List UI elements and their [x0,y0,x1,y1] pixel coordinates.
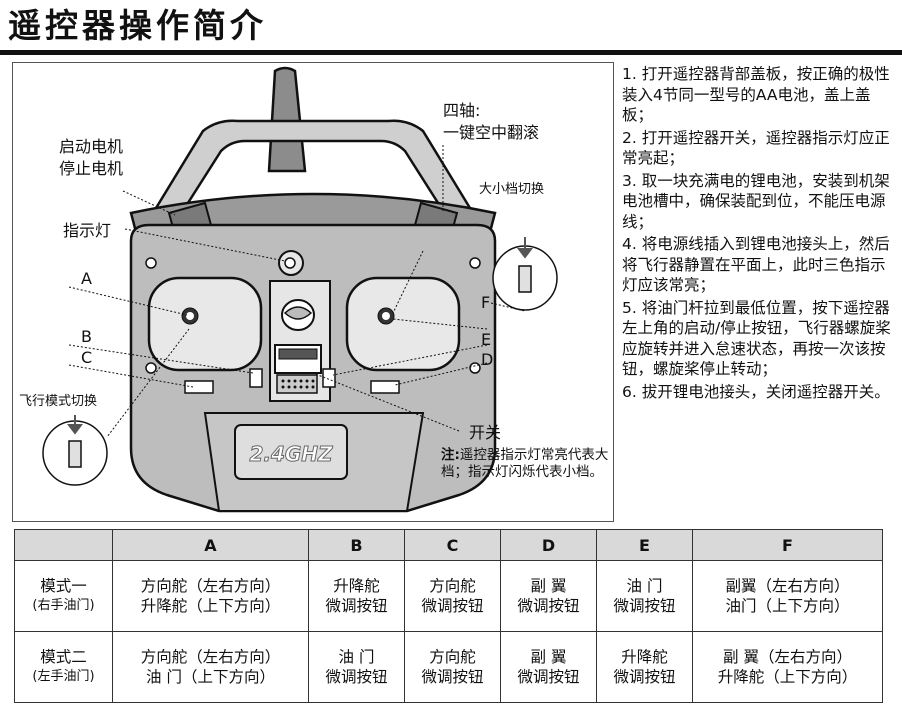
toggle-icon [518,265,532,293]
screw-icon [145,362,157,374]
table-header-cell: D [500,529,597,561]
step-6: 6. 拔开锂电池接头，关闭遥控器开关。 [622,382,890,401]
table-header-cell: C [404,529,501,561]
table-cell: 副 翼微调按钮 [500,560,597,632]
step-2: 2. 打开遥控器开关，遥控器指示灯应正常亮起； [622,128,890,168]
label-switch: 开关 [469,423,502,442]
antenna [267,66,307,173]
table-cell: 方向舵微调按钮 [404,560,501,632]
step-3: 3. 取一块充满电的锂电池，安装到机架电池槽中，确保装配到位，不能压电源线； [622,171,890,231]
note-text: 遥控器指示灯常亮代表大档；指示灯闪烁代表小档。 [441,447,609,480]
table-header-cell: F [692,529,883,561]
table-header-cell [14,529,113,561]
right-stick-well [345,276,461,372]
table-cell: 油 门微调按钮 [308,631,405,703]
screw-icon [469,362,481,374]
table-row: 模式二 (左手油门) 方向舵（左右方向）油 门（上下方向） 油 门微调按钮 方向… [14,631,883,703]
indicator-note: 注:遥控器指示灯常亮代表大档；指示灯闪烁代表小档。 [441,447,611,481]
screw-icon [469,257,481,269]
table-cell: 副 翼微调按钮 [500,631,597,703]
label-b: B [81,327,92,346]
toggle-icon [68,440,82,468]
label-c: C [81,348,93,367]
table-header-cell: B [308,529,405,561]
note-prefix: 注: [441,447,460,463]
label-four-axis: 四轴: [443,101,481,120]
table-cell: 方向舵微调按钮 [404,631,501,703]
controller-diagram: 2.4GHZ 启动电机 停止电机 四轴: 一键空中翻滚 大小档切换 指示灯 [12,62,614,522]
table-cell: 副 翼（左右方向）升降舵（上下方向） [692,631,883,703]
trim-button-c [184,380,214,394]
label-flight-mode: 飞行模式切换 [19,394,98,409]
left-stick-well [147,276,263,372]
step-1: 1. 打开遥控器背部盖板，按正确的极性装入4节同一型号的AA电池，盖上盖板； [622,65,890,124]
label-start-motor: 启动电机 [59,137,124,156]
step-4: 4. 将电源线插入到锂电池接头上，然后将飞行器静置在平面上，此时三色指示灯应该常… [622,235,890,294]
mode-name-cell: 模式一 (右手油门) [14,560,113,632]
mode-name-cell: 模式二 (左手油门) [14,631,113,703]
label-indicator: 指示灯 [63,221,112,240]
label-stop-motor: 停止电机 [59,159,124,178]
table-header-cell: A [112,529,309,561]
controller-illustration: 2.4GHZ [42,66,558,513]
label-a: A [81,269,92,288]
screw-icon [145,257,157,269]
arrow-down-icon [67,415,83,435]
arrow-down-icon [517,237,533,259]
trim-button-e [322,368,336,388]
grip-dots [281,379,315,389]
badge-panel [234,424,348,480]
step-5: 5. 将油门杆拉到最低位置，按下遥控器左上角的启动/停止按钮，飞行器螺旋桨应旋转… [622,298,891,379]
label-d: D [481,350,494,369]
table-row: 模式一 (右手油门) 方向舵（左右方向）升降舵（上下方向） 升降舵微调按钮 方向… [14,560,883,632]
label-e: E [481,330,492,349]
table-header-row: A B C D E F [14,529,883,561]
table-header-cell: E [596,529,693,561]
label-gear-switch: 大小档切换 [479,182,545,197]
label-f: F [481,293,491,312]
page-title: 遥控器操作简介 [8,6,267,45]
table-cell: 升降舵微调按钮 [308,560,405,632]
trim-button-d [370,380,400,394]
table-cell: 方向舵（左右方向）油 门（上下方向） [112,631,309,703]
badge-text: 2.4GHZ [249,442,333,466]
table-cell: 方向舵（左右方向）升降舵（上下方向） [112,560,309,632]
mode-table: A B C D E F 模式一 (右手油门) 方向舵（左右方向）升降舵（上下方向… [14,529,883,703]
leader-lines [68,145,526,438]
table-cell: 升降舵微调按钮 [596,631,693,703]
instruction-steps: 1. 打开遥控器背部盖板，按正确的极性装入4节同一型号的AA电池，盖上盖板； 2… [622,64,894,404]
table-cell: 油 门微调按钮 [596,560,693,632]
title-rule [0,50,902,55]
trim-button-b [249,368,263,388]
label-flip: 一键空中翻滚 [443,123,540,142]
table-cell: 副翼（左右方向）油门（上下方向） [692,560,883,632]
